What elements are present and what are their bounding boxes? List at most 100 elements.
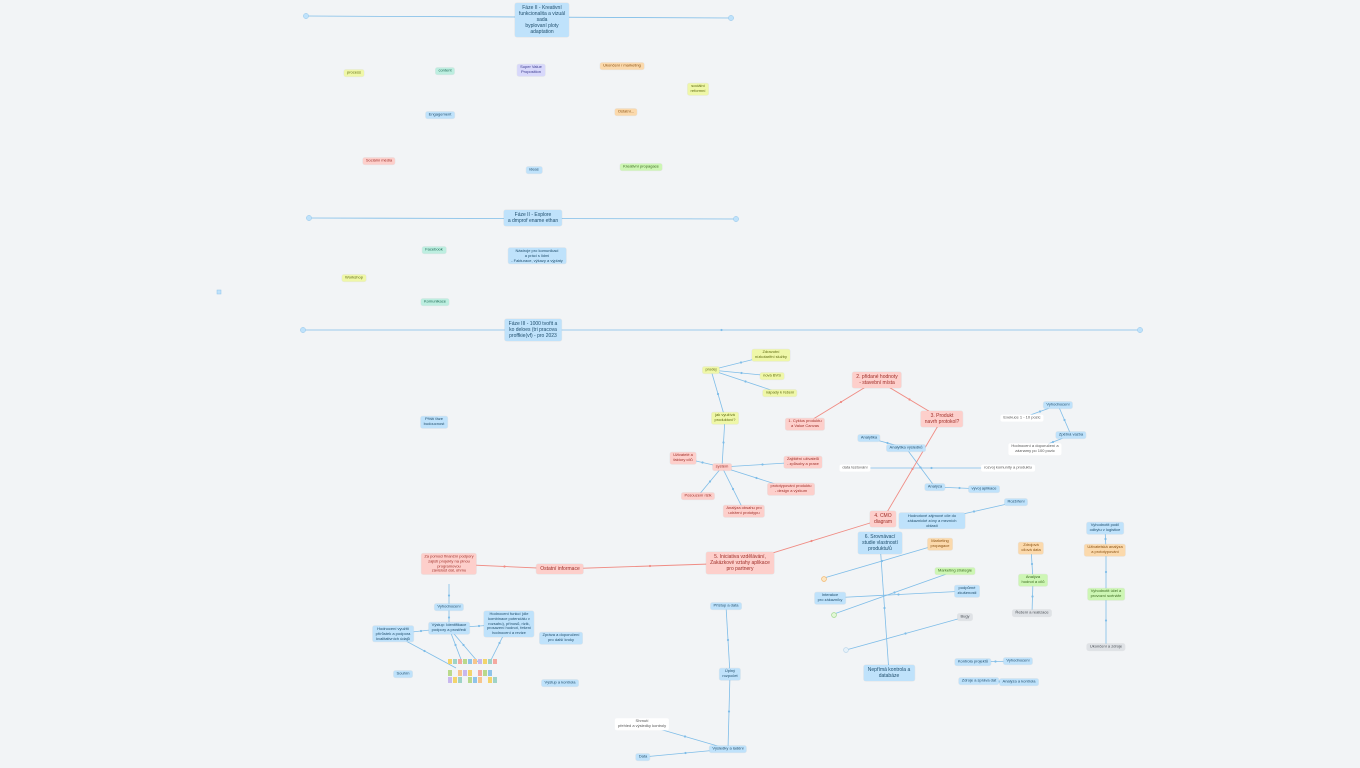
- topic-node-n24[interactable]: 3. Produkt navrh protokol?: [920, 411, 964, 427]
- topic-node-n15[interactable]: Nástroje pro komunikaci a práci s lidmi …: [508, 247, 566, 265]
- topic-node-n66[interactable]: Za pomoci finanční podpory zajistí proje…: [421, 553, 477, 575]
- thumbnail-cell: [453, 659, 457, 664]
- topic-node-n13[interactable]: Kreativní propagace: [620, 163, 662, 171]
- timeline-endpoint[interactable]: [300, 327, 306, 333]
- topic-node-n2[interactable]: Fáze II - Explore a dmprof ename ethan: [503, 210, 563, 226]
- topic-node-n6[interactable]: Super Value Proposition: [517, 64, 545, 76]
- topic-node-n57[interactable]: Bugy: [957, 613, 973, 621]
- topic-node-n12[interactable]: ideas: [526, 166, 542, 174]
- topic-node-n49[interactable]: Marketing propagace: [927, 538, 953, 550]
- thumbnail-cell: [493, 659, 497, 664]
- thumbnail-cell: [448, 670, 452, 676]
- topic-node-n38[interactable]: vývoj aplikace: [968, 485, 1000, 493]
- topic-node-n14[interactable]: Facebook: [422, 246, 446, 254]
- connector-marker: [1038, 410, 1042, 413]
- topic-node-n70[interactable]: Hodnocení funkcí (dle kombinace potenciá…: [483, 611, 535, 637]
- topic-node-n3[interactable]: Fáze III - 1000 tvořit a ko deloes (tri …: [504, 319, 562, 341]
- topic-node-n32[interactable]: Analýza obsahu pro udržení prototypu: [723, 505, 765, 517]
- topic-node-n35[interactable]: data testování: [839, 464, 871, 472]
- topic-node-n5[interactable]: content: [435, 67, 455, 75]
- topic-node-n10[interactable]: Ostatní...: [614, 108, 638, 116]
- timeline-endpoint[interactable]: [733, 216, 739, 222]
- topic-node-n16[interactable]: Workshop: [342, 274, 366, 282]
- connector-marker: [930, 466, 933, 470]
- topic-node-n63[interactable]: Zdroje a správa dat: [958, 677, 1000, 685]
- topic-node-n48[interactable]: 6. Srovnávací studie vlastností produktu…: [858, 532, 902, 554]
- timeline-endpoint[interactable]: [303, 13, 309, 19]
- thumbnail-cell: [468, 677, 472, 683]
- topic-node-n69[interactable]: Hodnocení využití přírůstek a podpora kv…: [372, 625, 414, 643]
- topic-node-n77[interactable]: Výsledky a ladění: [709, 745, 747, 753]
- topic-node-n51[interactable]: Uživatelská analýza a prototypování: [1084, 544, 1126, 556]
- topic-node-n22[interactable]: nápady k řešení: [762, 389, 798, 397]
- topic-node-n31[interactable]: Posouzení rizik: [681, 492, 715, 500]
- topic-node-n43[interactable]: Rozšíření: [1004, 498, 1028, 506]
- topic-node-n71[interactable]: Zpráva a doporučení pro další kroky: [539, 632, 583, 644]
- topic-node-n19[interactable]: prodej: [702, 366, 720, 374]
- timeline-endpoint[interactable]: [728, 15, 734, 21]
- connector-marker: [739, 361, 743, 364]
- topic-node-n33[interactable]: Analytika: [857, 434, 881, 442]
- floating-topic-handle[interactable]: [831, 612, 837, 618]
- topic-node-n7[interactable]: Ukončení / marketing: [600, 62, 644, 70]
- connector-marker: [477, 624, 481, 628]
- topic-node-n28[interactable]: systém: [712, 463, 732, 471]
- topic-node-n23[interactable]: 2. přidané hodnoty - stavební místa: [852, 372, 902, 388]
- topic-node-n25[interactable]: 1. Cyklus produktu a Value Canvas: [785, 418, 825, 430]
- topic-node-n30[interactable]: prototypování produktu - design a výzkum: [767, 483, 815, 495]
- topic-node-n36[interactable]: rozvoj komunity a produktu: [981, 464, 1035, 472]
- floating-topic-handle[interactable]: [843, 647, 849, 653]
- topic-node-n60[interactable]: Nepřímá kontrola a databáze: [863, 665, 915, 681]
- topic-node-n45[interactable]: Hodnotové zájmové cíle do zákaznické zón…: [899, 512, 965, 530]
- topic-node-n74[interactable]: Přístup a data: [710, 602, 742, 610]
- topic-node-n40[interactable]: Exekuce 1 - 10 pozic: [1000, 414, 1044, 422]
- floating-marker-square[interactable]: [216, 289, 222, 295]
- topic-node-n1[interactable]: Fáze II - Kreativní funkcionalita a vizu…: [514, 3, 570, 37]
- topic-node-n62[interactable]: Vyhodnocení: [1003, 657, 1033, 665]
- topic-node-n52[interactable]: Marketing strategie: [934, 567, 976, 575]
- topic-node-n61[interactable]: Kontrola projektů: [954, 658, 992, 666]
- topic-node-n20[interactable]: Zdravotní nízkotarifní služby: [751, 349, 791, 361]
- topic-node-n26[interactable]: jak využívá produktoví?: [711, 412, 739, 424]
- topic-node-n78[interactable]: Data: [635, 753, 651, 761]
- topic-node-n27[interactable]: Uživatelé a faktory cílů: [670, 452, 696, 464]
- topic-node-n50[interactable]: Zdrojová cílová data: [1018, 542, 1044, 554]
- topic-node-n76[interactable]: Shrnutí přehled a výsledky kontroly: [614, 718, 670, 730]
- topic-node-n73[interactable]: Výstup a kontrola: [541, 679, 579, 687]
- topic-node-n53[interactable]: Analýza hodnot a cílů: [1018, 574, 1048, 586]
- topic-node-n75[interactable]: Úplný rozpočet: [719, 668, 741, 680]
- topic-node-n17[interactable]: Komunikace: [420, 298, 450, 306]
- topic-node-n4[interactable]: process: [343, 69, 365, 77]
- topic-node-n68[interactable]: Výstup: Identifikace podpory a prostředí: [428, 622, 470, 634]
- topic-node-n44[interactable]: 4. CMO diagram: [869, 511, 897, 527]
- topic-node-n34[interactable]: Analytika výsledků: [886, 444, 926, 452]
- topic-node-n9[interactable]: Engagement: [425, 111, 455, 119]
- timeline-endpoint[interactable]: [306, 215, 312, 221]
- topic-node-n29[interactable]: Zajištění uživatelů - způsoby a praxe: [783, 456, 823, 468]
- topic-node-n55[interactable]: Interakce pro zákazníky: [814, 592, 846, 604]
- topic-node-n39[interactable]: Vyhodnocení: [1043, 401, 1073, 409]
- topic-node-n41[interactable]: Zpětná vazba: [1055, 431, 1087, 439]
- topic-node-n59[interactable]: Ukončení a zdroje: [1086, 643, 1126, 651]
- topic-node-n56[interactable]: podpůrné zkušenosti: [954, 585, 980, 597]
- topic-node-n11[interactable]: Sociální média: [362, 157, 396, 165]
- topic-node-n54[interactable]: Vyhodnotit účel a provozní scénáře: [1087, 588, 1125, 600]
- topic-node-n42[interactable]: Hodnocení a doporučení a záznamy po 100 …: [1008, 443, 1062, 455]
- topic-node-n64[interactable]: Analýza a kontrola: [999, 678, 1039, 686]
- timeline-endpoint[interactable]: [1137, 327, 1143, 333]
- topic-node-n47[interactable]: 5. Iniciativa vzdělávání, Zakázkové vzta…: [706, 552, 774, 574]
- thumbnail-cell: [493, 677, 497, 683]
- connector-marker: [886, 441, 889, 445]
- topic-node-n72[interactable]: Souhrn: [393, 670, 413, 678]
- floating-topic-handle[interactable]: [821, 576, 827, 582]
- topic-node-n65[interactable]: Ostatní informace: [536, 564, 584, 574]
- topic-node-n18[interactable]: Příští fáze budoucnost: [420, 416, 448, 428]
- topic-node-n8[interactable]: sociální reformní: [687, 83, 709, 95]
- connector-marker: [454, 643, 457, 647]
- topic-node-n58[interactable]: Řešení a realizace: [1012, 609, 1052, 617]
- topic-node-n46[interactable]: Vyhodnotit podíl odbytu v logistice: [1086, 522, 1124, 534]
- topic-node-n21[interactable]: nová BVS: [760, 372, 784, 380]
- topic-node-n37[interactable]: Analýza: [924, 483, 946, 491]
- topic-node-n67[interactable]: Vyhodnocení: [434, 603, 464, 611]
